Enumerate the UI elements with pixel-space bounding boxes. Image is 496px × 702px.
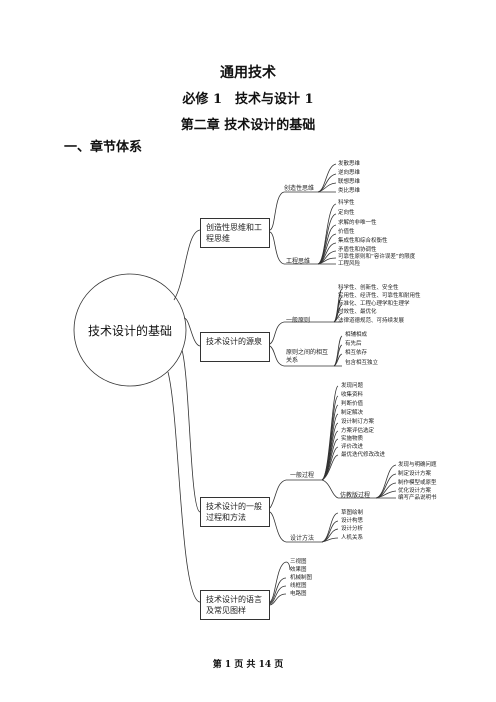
doc-subtitle: 必修 1 技术与设计 1 — [182, 92, 314, 107]
leaf: 最优迭代修改改进 — [341, 452, 386, 458]
leaf: 标准化、工程心理学和生理学 — [338, 301, 410, 307]
leaf: 设计构思 — [341, 518, 364, 524]
leaf: 评价改进 — [341, 444, 364, 450]
leaf: 可靠性原则和“容许误差”的限度 — [338, 254, 416, 260]
branch-box-process-method: 技术设计的一般过程和方法 — [200, 497, 270, 527]
leaf: 发散思维 — [338, 161, 361, 167]
branch-box-creative-thinking: 创造性思维和工程思维 — [200, 218, 270, 248]
root-node: 技术设计的基础 — [74, 274, 186, 386]
group-label-general-process: 一般过程 — [290, 472, 315, 479]
leaf: 求解的非唯一性 — [338, 220, 377, 226]
leaf: 收集资料 — [341, 392, 364, 398]
root-label: 技术设计的基础 — [87, 323, 172, 338]
chapter-title: 第二章 技术设计的基础 — [180, 118, 316, 133]
leaf: 矛盾性和协调性 — [338, 247, 377, 253]
section-heading: 一、章节体系 — [64, 140, 143, 155]
leaf: 实施物质 — [341, 436, 364, 442]
leaf: 类比思维 — [338, 188, 361, 194]
leaf: 电路图 — [290, 591, 307, 597]
leaf: 发现问题 — [341, 383, 364, 389]
page-number: 1 — [224, 660, 232, 670]
leaf: 定向性 — [338, 210, 355, 216]
leaf: 相辅相成 — [345, 332, 368, 338]
root-circle — [73, 273, 187, 387]
leaf: 科学性、创新性、安全性 — [338, 285, 399, 291]
leaf: 制定解决 — [341, 410, 364, 416]
leaf: 相互依存 — [345, 350, 368, 356]
leaf: 线框图 — [290, 583, 307, 589]
leaf: 集成性和综合权衡性 — [338, 238, 388, 244]
leaf: 方案评估选定 — [341, 428, 375, 434]
doc-title: 通用技术 — [220, 65, 276, 81]
leaf: 制定设计方案 — [398, 471, 432, 477]
branch2-link-a — [269, 321, 285, 345]
branch1-link-b — [269, 231, 285, 265]
root-link-3 — [181, 349, 201, 513]
root-link-4 — [167, 371, 201, 603]
leaf: 价值性 — [338, 229, 355, 235]
leaf: 有先后 — [345, 341, 362, 347]
page-total: 14 — [258, 660, 272, 670]
branch1-link-a — [269, 191, 285, 231]
branch2-link-b — [269, 345, 285, 367]
leaf: 编写产品说明书 — [398, 495, 437, 501]
leaf: 时效性、最优化 — [338, 309, 377, 315]
footer-prefix: 第 — [212, 660, 222, 670]
group-label-engineering: 工程思维 — [286, 258, 311, 265]
group-label-design-method: 设计方法 — [290, 535, 315, 542]
footer-suffix: 页 — [274, 660, 284, 670]
branch3-link-b — [269, 511, 287, 543]
root-link-2 — [183, 317, 201, 347]
branch3-link-a — [269, 479, 287, 509]
leaf: 包含相互独立 — [345, 360, 379, 366]
page-footer: 第 1 页 共 14 页 — [0, 657, 496, 670]
leaf: 发现与明确问题 — [398, 462, 437, 468]
leaf: 设计制订方案 — [341, 419, 375, 425]
leaf: 三视图 — [290, 559, 307, 565]
root-link-1 — [173, 229, 201, 301]
leaf: 机械制图 — [290, 575, 313, 581]
branch-box-design-source: 技术设计的源泉 — [200, 332, 270, 362]
leaf: 设计分析 — [341, 526, 364, 532]
leaf: 草图绘制 — [341, 510, 364, 516]
leaf: 判断价值 — [341, 401, 364, 407]
leaf: 优化设计方案 — [398, 488, 432, 494]
leaf: 制作模型或原型 — [398, 480, 437, 486]
leaf: 法律道德规范、可持续发展 — [338, 318, 405, 324]
leaf: 工程风险 — [338, 261, 361, 267]
leaf: 科学性 — [338, 200, 355, 206]
leaf: 联想思维 — [338, 179, 361, 185]
branch-box-language-drawings: 技术设计的语言及常见图样 — [200, 590, 270, 620]
branch4-link — [269, 561, 287, 603]
footer-mid: 页 共 — [234, 660, 256, 670]
leaf: 人机关系 — [341, 535, 364, 541]
leaf: 效果图 — [290, 567, 307, 573]
group-label-creative: 创造性思维 — [284, 185, 315, 192]
leaf: 逆向思维 — [338, 170, 361, 176]
group-label-textbook-process: 仿教版过程 — [340, 492, 371, 499]
group-label-principles: 一般原则 — [286, 317, 311, 324]
leaf: 实用性、经济性、可靠性和耐用性 — [338, 293, 421, 299]
group-label-relations: 原则之间的相互关系 — [286, 349, 329, 364]
